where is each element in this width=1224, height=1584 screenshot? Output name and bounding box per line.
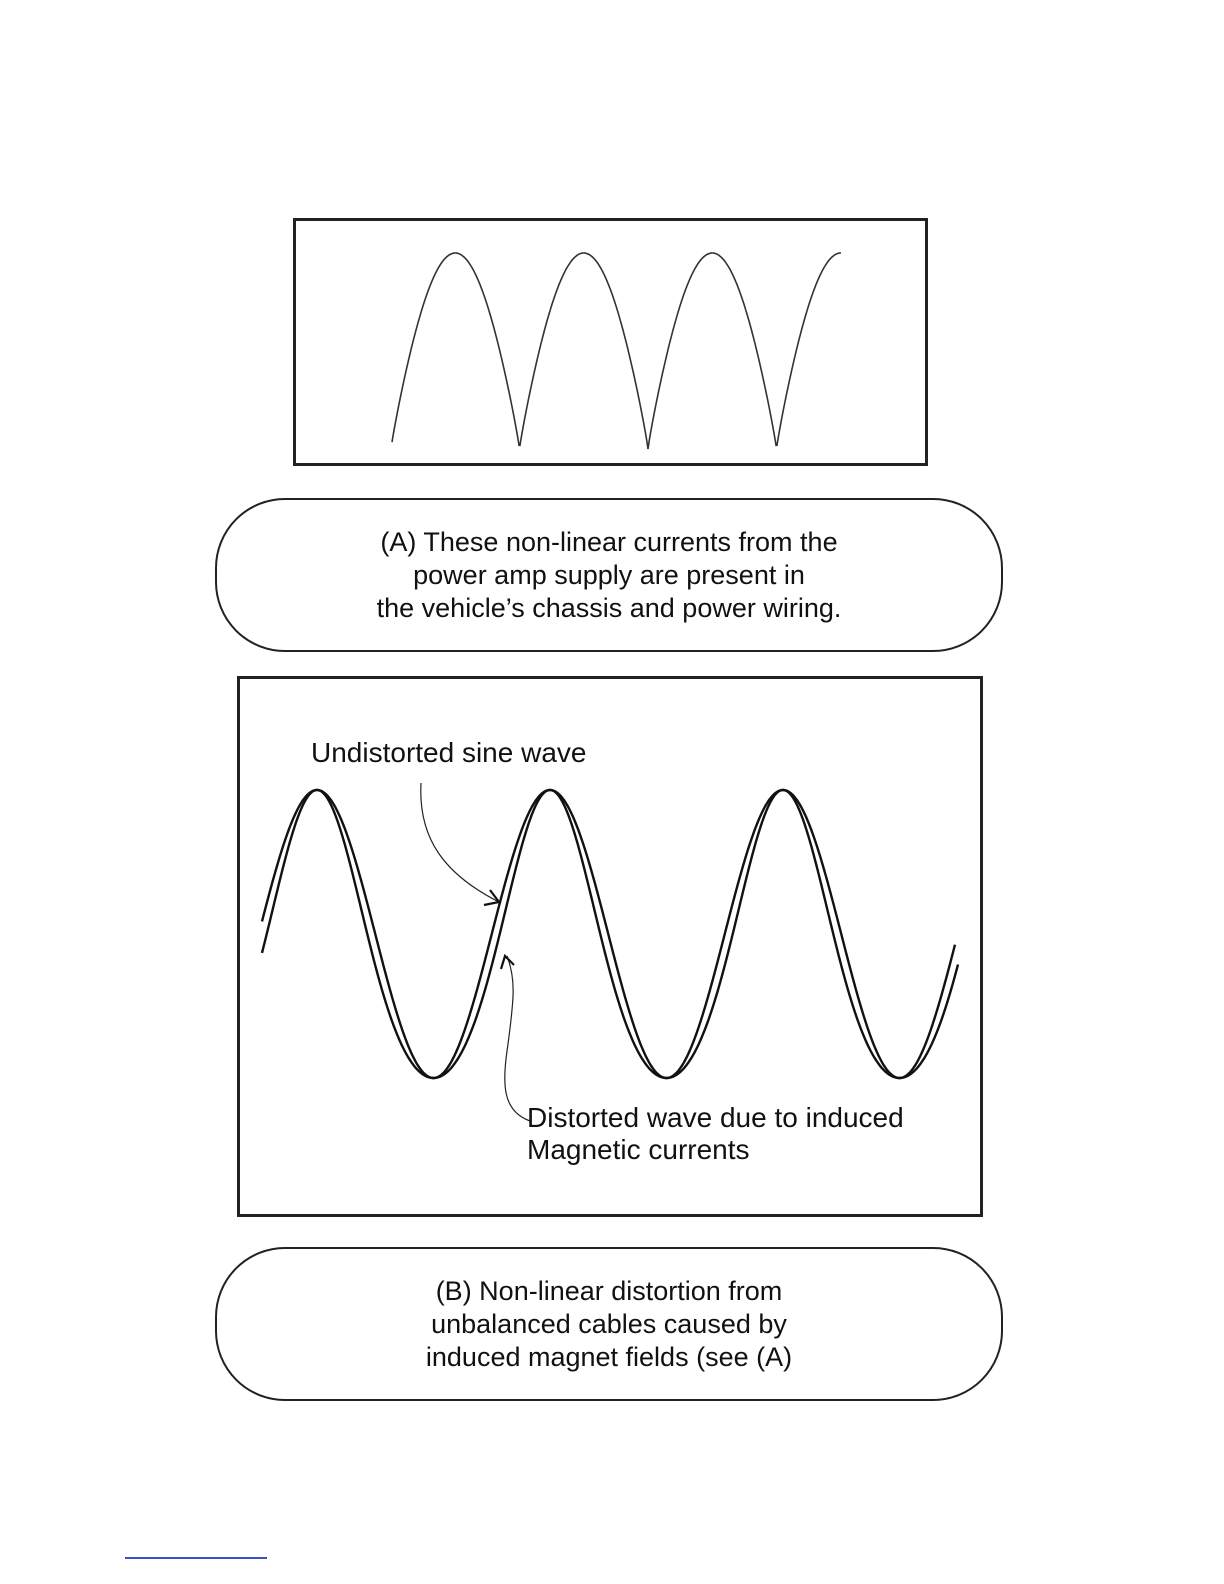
figure-b-caption-box: (B) Non-linear distortion from unbalance… [215, 1247, 1003, 1401]
figure-b-caption-line-2: unbalanced cables caused by [431, 1308, 787, 1341]
non-linear-current-waveform [392, 253, 841, 449]
figure-a-caption-line-2: power amp supply are present in [413, 559, 805, 592]
figure-b-caption-line-3: induced magnet fields (see (A) [426, 1341, 792, 1374]
figure-a-caption-line-3: the vehicle’s chassis and power wiring. [377, 592, 842, 625]
figure-b-caption-line-1: (B) Non-linear distortion from [436, 1275, 783, 1308]
distorted-wave [262, 790, 958, 1078]
figure-a-caption-box: (A) These non-linear currents from the p… [215, 498, 1003, 652]
figure-a-caption-line-1: (A) These non-linear currents from the [380, 526, 837, 559]
figure-a-waveform-panel [293, 218, 928, 466]
footnote-separator [125, 1557, 267, 1559]
figure-a-waveform-svg [296, 221, 925, 463]
distorted-arrowhead [501, 956, 514, 969]
distorted-leader-line [505, 956, 530, 1121]
distorted-wave-label-line-2: Magnetic currents [527, 1134, 904, 1166]
undistorted-leader-line [421, 783, 497, 901]
distorted-wave-label-line-1: Distorted wave due to induced [527, 1102, 904, 1134]
distorted-wave-label: Distorted wave due to induced Magnetic c… [527, 1102, 904, 1166]
undistorted-sine-wave-label: Undistorted sine wave [311, 737, 586, 769]
undistorted-sine-wave [262, 790, 955, 1078]
